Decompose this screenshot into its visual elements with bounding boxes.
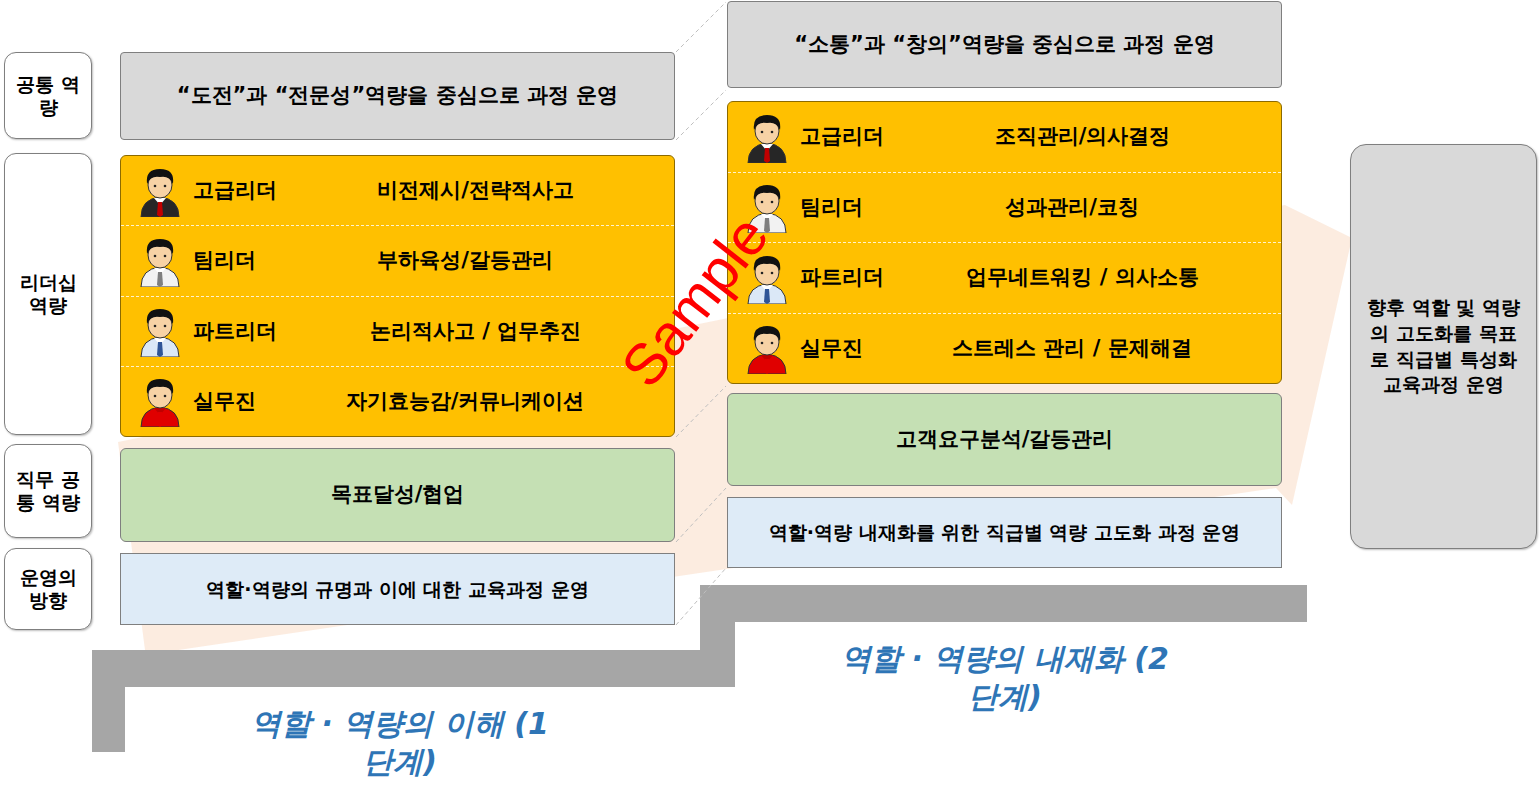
box-text: 향후 역할 및 역량의 고도화를 목표로 직급별 특성화 교육과정 운영: [1365, 295, 1522, 398]
box-text: 고객요구분석/갈등관리: [896, 427, 1114, 452]
job-competency-box: 고객요구분석/갈등관리: [727, 393, 1282, 486]
stage-label: 역할 · 역량의 이해 (1단계): [250, 705, 550, 780]
person-icon: [742, 111, 792, 163]
role-row: 팀리더부하육성/갈등관리: [121, 225, 674, 295]
role-row: 파트리더업무네트워킹 / 의사소통: [728, 242, 1281, 313]
role-name: 고급리더: [800, 124, 884, 149]
role-name: 팀리더: [800, 195, 863, 220]
role-name: 실무진: [193, 389, 256, 414]
category-text: 공통 역량: [11, 73, 85, 119]
box-text: “도전”과 “전문성”역량을 중심으로 과정 운영: [177, 83, 618, 108]
person-icon: [135, 235, 185, 287]
category-text: 리더십 역량: [11, 271, 85, 317]
leadership-box: 고급리더비전제시/전략적사고팀리더부하육성/갈등관리파트리더논리적사고 / 업무…: [120, 155, 675, 437]
competency-text: 스트레스 관리 / 문제해결: [863, 336, 1281, 361]
role-row: 실무진스트레스 관리 / 문제해결: [728, 313, 1281, 384]
role-name: 팀리더: [193, 248, 256, 273]
category-label: 공통 역량: [4, 52, 92, 139]
direction-box: 역할·역량 내재화를 위한 직급별 역량 고도화 과정 운영: [727, 497, 1282, 568]
competency-text: 성과관리/코칭: [863, 195, 1281, 220]
competency-text: 논리적사고 / 업무추진: [277, 319, 674, 344]
box-text: 목표달성/협업: [331, 482, 465, 507]
leadership-box: 고급리더조직관리/의사결정팀리더성과관리/코칭파트리더업무네트워킹 / 의사소통…: [727, 101, 1282, 384]
future-box: 향후 역할 및 역량의 고도화를 목표로 직급별 특성화 교육과정 운영: [1350, 144, 1537, 549]
box-text: 역할·역량의 규명과 이에 대한 교육과정 운영: [206, 578, 588, 601]
category-text: 운영의 방향: [11, 566, 85, 612]
common-competency-box: “소통”과 “창의”역량을 중심으로 과정 운영: [727, 1, 1282, 88]
role-name: 실무진: [800, 336, 863, 361]
job-competency-box: 목표달성/협업: [120, 448, 675, 542]
category-label: 리더십 역량: [4, 153, 92, 435]
box-text: “소통”과 “창의”역량을 중심으로 과정 운영: [794, 32, 1214, 57]
direction-box: 역할·역량의 규명과 이에 대한 교육과정 운영: [120, 553, 675, 625]
role-row: 실무진자기효능감/커뮤니케이션: [121, 366, 674, 436]
category-text: 직무 공통 역량: [11, 468, 85, 514]
stage-label: 역할 · 역량의 내재화 (2단계): [840, 640, 1170, 715]
category-label: 운영의 방향: [4, 548, 92, 630]
role-row: 팀리더성과관리/코칭: [728, 172, 1281, 243]
common-competency-box: “도전”과 “전문성”역량을 중심으로 과정 운영: [120, 52, 675, 140]
role-name: 고급리더: [193, 178, 277, 203]
person-icon: [742, 322, 792, 374]
competency-text: 업무네트워킹 / 의사소통: [884, 265, 1281, 290]
role-name: 파트리더: [193, 319, 277, 344]
competency-text: 비전제시/전략적사고: [277, 178, 674, 203]
person-icon: [135, 165, 185, 217]
box-text: 역할·역량 내재화를 위한 직급별 역량 고도화 과정 운영: [769, 521, 1241, 544]
person-icon: [135, 375, 185, 427]
competency-text: 조직관리/의사결정: [884, 124, 1281, 149]
competency-text: 자기효능감/커뮤니케이션: [256, 389, 674, 414]
role-row: 고급리더조직관리/의사결정: [728, 102, 1281, 172]
person-icon: [135, 305, 185, 357]
role-name: 파트리더: [800, 265, 884, 290]
role-row: 고급리더비전제시/전략적사고: [121, 156, 674, 225]
competency-text: 부하육성/갈등관리: [256, 248, 674, 273]
category-label: 직무 공통 역량: [4, 444, 92, 538]
role-row: 파트리더논리적사고 / 업무추진: [121, 296, 674, 366]
